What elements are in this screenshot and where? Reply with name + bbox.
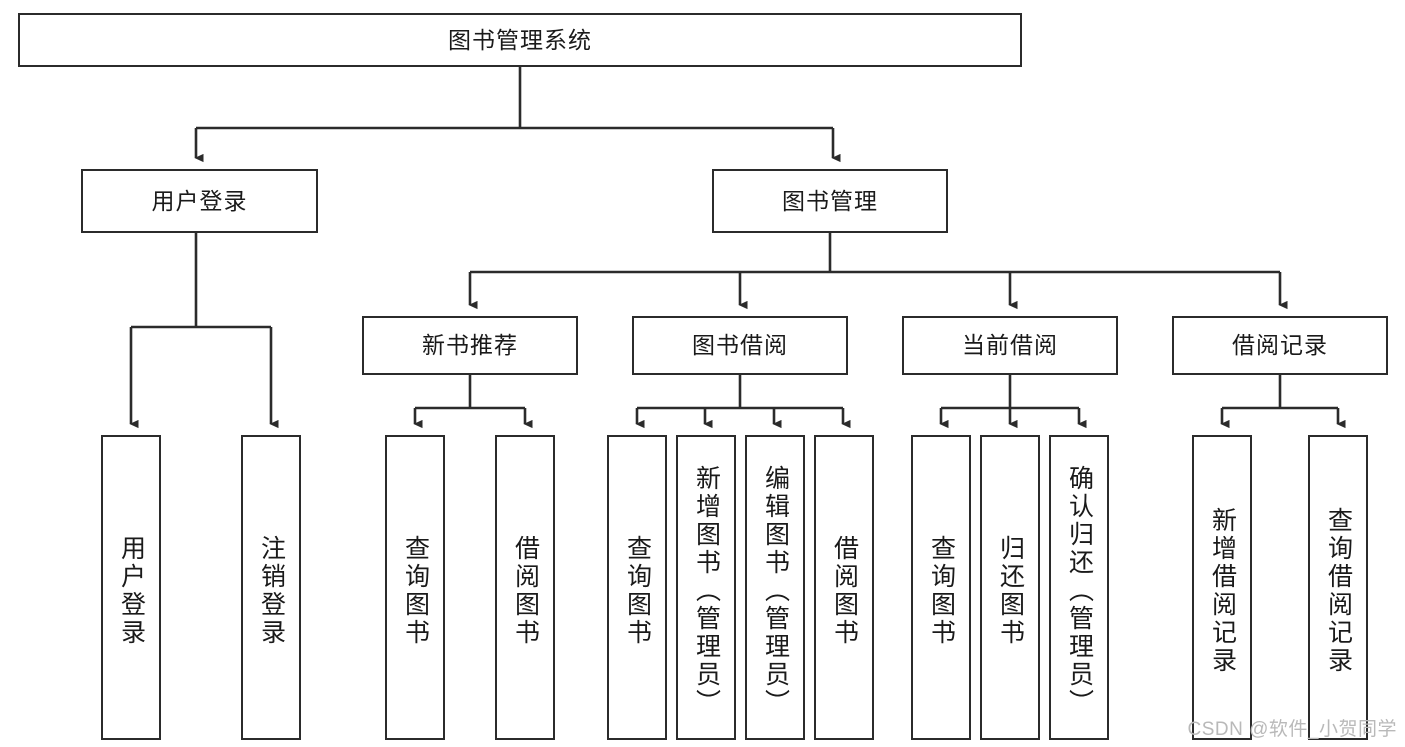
leaf-query-book-borrow[interactable]: 查询图书 <box>607 435 667 740</box>
watermark: CSDN @软件_小贺同学 <box>1187 719 1397 740</box>
node-book-borrow[interactable]: 图书借阅 <box>632 316 848 375</box>
leaf-edit-book[interactable]: 编辑图书（管理员） <box>745 435 805 740</box>
leaf-return-book[interactable]: 归还图书 <box>980 435 1040 740</box>
node-label: 借阅图书 <box>830 534 859 647</box>
node-new-book-recommend[interactable]: 新书推荐 <box>362 316 578 375</box>
node-label: 查询图书 <box>927 534 956 647</box>
leaf-query-book-current[interactable]: 查询图书 <box>911 435 971 740</box>
node-current-borrow[interactable]: 当前借阅 <box>902 316 1118 375</box>
node-label: 用户登录 <box>117 534 146 647</box>
leaf-add-borrow-record[interactable]: 新增借阅记录 <box>1192 435 1252 740</box>
node-label: 新书推荐 <box>422 332 518 359</box>
node-label: 查询图书 <box>401 534 430 647</box>
node-label: 图书借阅 <box>692 332 788 359</box>
leaf-query-borrow-record[interactable]: 查询借阅记录 <box>1308 435 1368 740</box>
node-label: 图书管理 <box>782 187 878 214</box>
node-label: 用户登录 <box>151 187 248 214</box>
leaf-confirm-return[interactable]: 确认归还（管理员） <box>1049 435 1109 740</box>
leaf-user-login[interactable]: 用户登录 <box>101 435 161 740</box>
node-label: 编辑图书（管理员） <box>761 464 790 717</box>
node-label: 查询借阅记录 <box>1324 506 1353 675</box>
leaf-borrow-book-recommend[interactable]: 借阅图书 <box>495 435 555 740</box>
node-label: 查询图书 <box>623 534 652 647</box>
node-user-login[interactable]: 用户登录 <box>81 169 318 233</box>
leaf-logout[interactable]: 注销登录 <box>241 435 301 740</box>
node-label: 确认归还（管理员） <box>1065 464 1094 717</box>
node-label: 新增借阅记录 <box>1208 506 1237 675</box>
node-label: 新增图书（管理员） <box>692 464 721 717</box>
node-book-manage[interactable]: 图书管理 <box>712 169 948 233</box>
leaf-add-book[interactable]: 新增图书（管理员） <box>676 435 736 740</box>
leaf-borrow-book[interactable]: 借阅图书 <box>814 435 874 740</box>
node-label: 注销登录 <box>257 534 286 647</box>
node-label: 图书管理系统 <box>448 26 592 53</box>
leaf-query-book-recommend[interactable]: 查询图书 <box>385 435 445 740</box>
node-label: 归还图书 <box>996 534 1025 647</box>
node-root-system[interactable]: 图书管理系统 <box>18 13 1022 67</box>
node-borrow-record[interactable]: 借阅记录 <box>1172 316 1388 375</box>
node-label: 当前借阅 <box>962 332 1058 359</box>
node-label: 借阅图书 <box>511 534 540 647</box>
node-label: 借阅记录 <box>1232 332 1328 359</box>
